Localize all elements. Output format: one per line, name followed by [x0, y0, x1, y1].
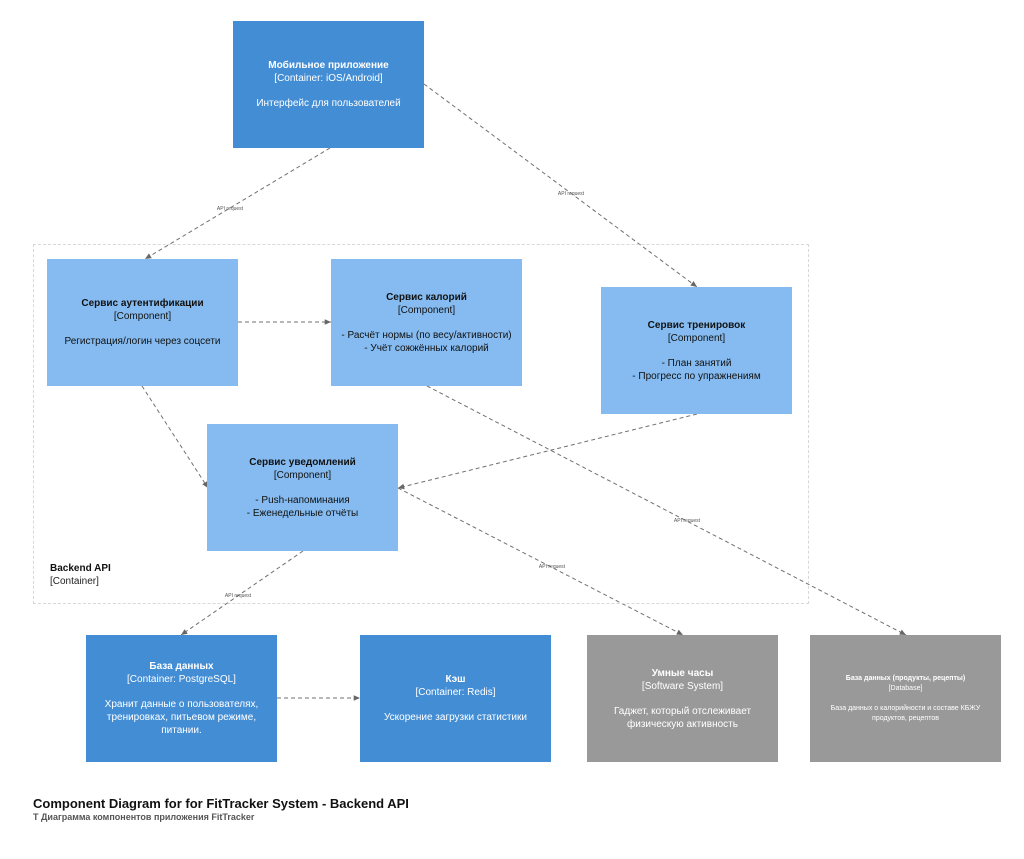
- node-cache[interactable]: Кэш [Container: Redis] Ускорение загрузк…: [360, 635, 551, 762]
- boundary-title: Backend API: [50, 563, 111, 574]
- diagram-subtitle: Т Диаграмма компонентов приложения FitTr…: [33, 812, 255, 822]
- edge-notify-to-db: [180, 550, 304, 636]
- node-tech: [Component]: [397, 304, 456, 316]
- node-desc: Интерфейс для пользователей: [256, 98, 401, 109]
- node-food-database[interactable]: База данных (продукты, рецепты) [Databas…: [810, 635, 1001, 762]
- edge-auth-to-notify: [141, 385, 209, 489]
- edge-label: API request: [538, 564, 566, 570]
- edge-mobile-to-auth: [144, 147, 331, 260]
- node-desc: - Расчёт нормы (по весу/активности) - Уч…: [341, 329, 512, 354]
- edge-calories-to-fooddb: [426, 385, 907, 636]
- node-title: Умные часы: [651, 667, 714, 679]
- edge-notify-to-watch: [397, 487, 684, 636]
- backend-api-boundary: Backend API [Container]: [33, 244, 809, 604]
- boundary-tech: [Container]: [50, 576, 99, 587]
- edge-label: API request: [216, 206, 244, 212]
- node-tech: [Component]: [113, 311, 172, 322]
- edge-label: API request: [224, 593, 252, 599]
- diagram-title: Component Diagram for for FitTracker Sys…: [33, 796, 409, 811]
- node-title: База данных (продукты, рецепты): [845, 674, 966, 682]
- node-desc: База данных о калорийности и составе КБЖ…: [830, 704, 981, 722]
- node-tech: [Container: PostgreSQL]: [127, 674, 236, 685]
- node-desc: Регистрация/логин через соцсети: [64, 336, 221, 347]
- node-title: Кэш: [445, 674, 466, 685]
- node-workouts-service[interactable]: Сервис тренировок [Component] - План зан…: [601, 287, 792, 414]
- node-title: Сервис калорий: [386, 291, 467, 303]
- node-calories-service[interactable]: Сервис калорий [Component] - Расчёт норм…: [331, 259, 522, 386]
- node-tech: [Database]: [888, 684, 923, 692]
- node-title: Сервис уведомлений: [249, 456, 356, 468]
- edge-label: API request: [673, 518, 701, 524]
- node-desc: - Push-напоминания - Еженедельные отчёты: [246, 494, 359, 519]
- node-mobile-app[interactable]: Мобильное приложение [Container: iOS/And…: [233, 21, 424, 148]
- node-database[interactable]: База данных [Container: PostgreSQL] Хран…: [86, 635, 277, 762]
- node-title: База данных: [149, 661, 214, 672]
- node-title: Мобильное приложение: [268, 60, 389, 71]
- edge-workouts-to-notify: [397, 413, 698, 490]
- node-auth-service[interactable]: Сервис аутентификации [Component] Регист…: [47, 259, 238, 386]
- node-tech: [Component]: [667, 332, 726, 344]
- node-notify-service[interactable]: Сервис уведомлений [Component] - Push-на…: [207, 424, 398, 551]
- node-title: Сервис тренировок: [647, 319, 746, 331]
- node-desc: Гаджет, который отслеживает физическую а…: [613, 705, 752, 730]
- node-desc: Хранит данные о пользователях, тренировк…: [104, 699, 259, 736]
- node-title: Сервис аутентификации: [81, 298, 204, 309]
- node-tech: [Software System]: [641, 680, 724, 692]
- node-tech: [Container: Redis]: [415, 687, 496, 698]
- edge-mobile-to-workouts: [423, 83, 698, 288]
- node-desc: - План занятий - Прогресс по упражнениям: [632, 357, 761, 382]
- node-tech: [Component]: [273, 469, 332, 481]
- node-desc: Ускорение загрузки статистики: [384, 712, 527, 723]
- edge-label: API request: [557, 191, 585, 197]
- node-smart-watch[interactable]: Умные часы [Software System] Гаджет, кот…: [587, 635, 778, 762]
- node-tech: [Container: iOS/Android]: [274, 73, 383, 84]
